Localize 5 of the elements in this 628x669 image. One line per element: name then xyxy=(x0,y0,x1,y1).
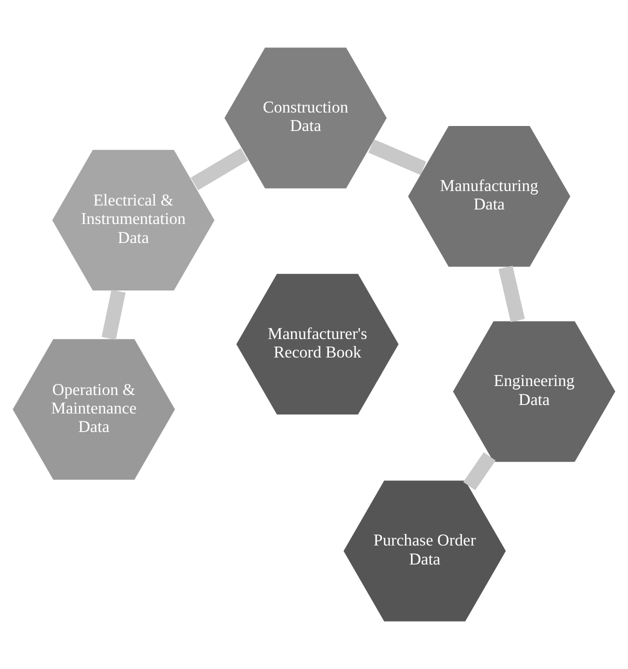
connector xyxy=(368,139,426,175)
connector xyxy=(463,452,496,490)
connector xyxy=(498,266,525,322)
connector xyxy=(190,148,248,190)
connector xyxy=(102,290,126,340)
